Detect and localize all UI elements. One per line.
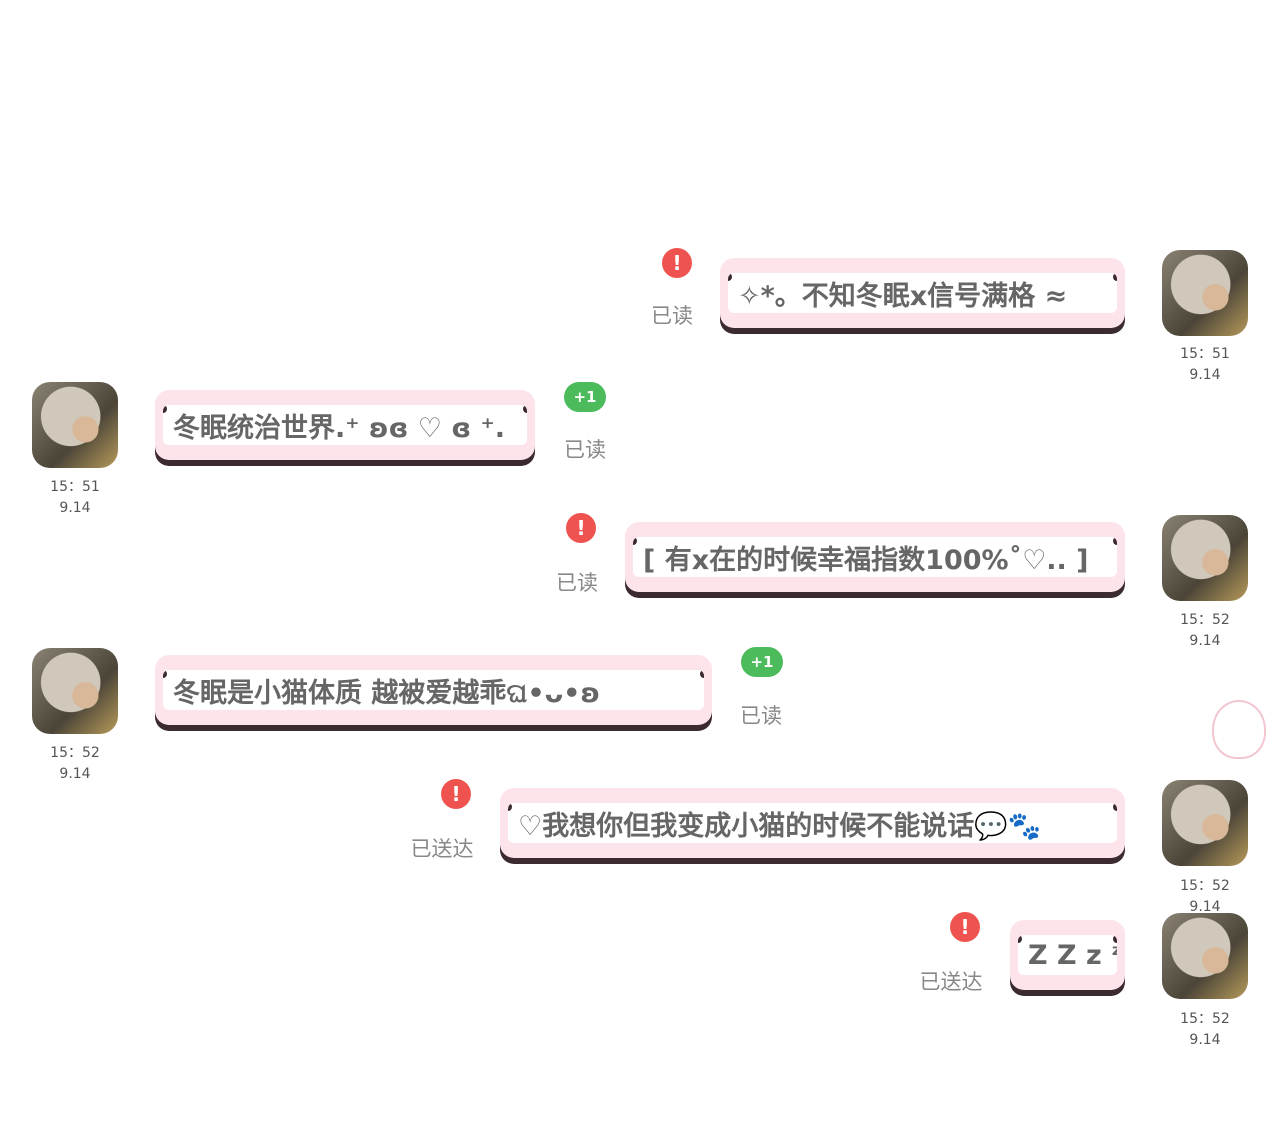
read-status: 已读 <box>556 571 598 595</box>
read-status: 已读 <box>740 704 782 728</box>
avatar[interactable] <box>32 648 118 734</box>
message-text: [ 有x在的时候幸福指数100%˚♡.. ] <box>633 537 1117 577</box>
timestamp: 15：51 9.14 <box>30 477 120 519</box>
delivered-status: 已送达 <box>919 970 983 994</box>
read-status: 已读 <box>564 438 606 462</box>
plus-one-badge[interactable]: +1 <box>564 382 606 412</box>
time: 15：52 <box>1180 878 1230 894</box>
message-bubble[interactable]: 冬眠统治世界.⁺ ʚɞ ♡ ɞ ⁺. <box>155 390 535 460</box>
read-status: 已读 <box>651 304 693 328</box>
avatar[interactable] <box>1162 780 1248 866</box>
message-text: Z Z z ᶻ <box>1018 935 1117 975</box>
date: 9.14 <box>1189 899 1221 915</box>
alert-icon[interactable]: ! <box>662 248 692 278</box>
cat-sticker-icon <box>1212 700 1266 759</box>
date: 9.14 <box>1189 1032 1221 1048</box>
timestamp: 15：52 9.14 <box>30 743 120 785</box>
message-text: 冬眠是小猫体质 越被爱越乖ଘ•ᴗ•ʚ <box>163 670 704 710</box>
message-bubble[interactable]: ✧*。不知冬眠x信号满格 ≈ <box>720 258 1125 328</box>
time: 15：51 <box>50 479 100 495</box>
time: 15：52 <box>1180 1011 1230 1027</box>
avatar[interactable] <box>1162 515 1248 601</box>
message-bubble[interactable]: 冬眠是小猫体质 越被爱越乖ଘ•ᴗ•ʚ <box>155 655 712 725</box>
date: 9.14 <box>59 766 91 782</box>
message-text: ✧*。不知冬眠x信号满格 ≈ <box>728 273 1117 313</box>
timestamp: 15：52 9.14 <box>1160 1009 1250 1051</box>
avatar[interactable] <box>1162 913 1248 999</box>
delivered-status: 已送达 <box>410 837 474 861</box>
time: 15：52 <box>1180 612 1230 628</box>
alert-icon[interactable]: ! <box>441 779 471 809</box>
message-bubble[interactable]: ♡我想你但我变成小猫的时候不能说话💬🐾 <box>500 788 1125 858</box>
date: 9.14 <box>1189 633 1221 649</box>
time: 15：51 <box>1180 346 1230 362</box>
timestamp: 15：52 9.14 <box>1160 876 1250 918</box>
plus-one-badge[interactable]: +1 <box>741 647 783 677</box>
timestamp: 15：52 9.14 <box>1160 610 1250 652</box>
avatar[interactable] <box>1162 250 1248 336</box>
timestamp: 15：51 9.14 <box>1160 344 1250 386</box>
avatar[interactable] <box>32 382 118 468</box>
date: 9.14 <box>59 500 91 516</box>
date: 9.14 <box>1189 367 1221 383</box>
message-bubble[interactable]: Z Z z ᶻ <box>1010 920 1125 990</box>
time: 15：52 <box>50 745 100 761</box>
message-text: ♡我想你但我变成小猫的时候不能说话💬🐾 <box>508 803 1117 843</box>
alert-icon[interactable]: ! <box>566 513 596 543</box>
message-bubble[interactable]: [ 有x在的时候幸福指数100%˚♡.. ] <box>625 522 1125 592</box>
message-text: 冬眠统治世界.⁺ ʚɞ ♡ ɞ ⁺. <box>163 405 527 445</box>
alert-icon[interactable]: ! <box>950 912 980 942</box>
